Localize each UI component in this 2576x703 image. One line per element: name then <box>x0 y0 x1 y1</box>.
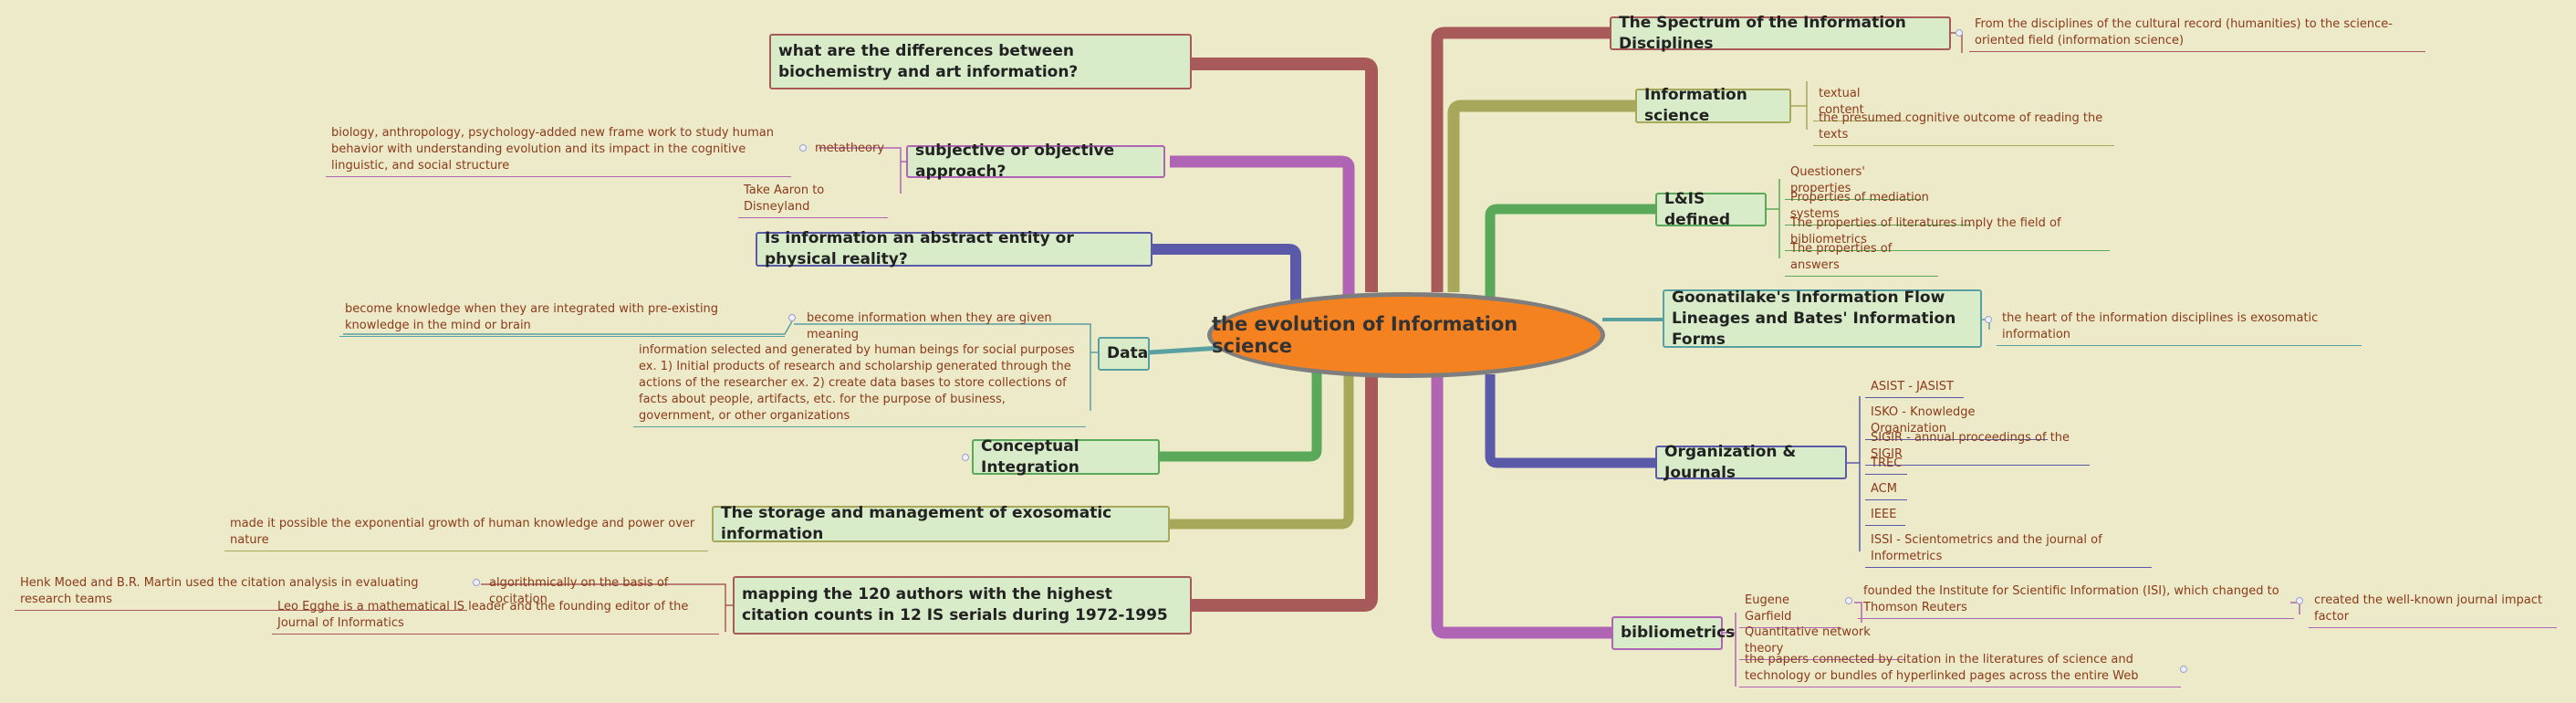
biblio-garfield[interactable]: Eugene Garfield <box>1739 593 1841 628</box>
data-knowledge[interactable]: become knowledge when they are integrate… <box>339 301 785 337</box>
biblio-network[interactable]: Quantitative network theory <box>1739 624 1905 660</box>
branch-storage <box>1170 372 1354 530</box>
org-item[interactable]: ISKO - Knowledge Organization <box>1865 404 2048 440</box>
org-item[interactable]: ASIST - JASIST <box>1865 379 1964 398</box>
org-item[interactable]: IEEE <box>1865 507 1905 526</box>
biblio-impact[interactable]: created the well-known journal impact fa… <box>2309 593 2557 628</box>
spectrum-note[interactable]: From the disciplines of the cultural rec… <box>1969 16 2425 52</box>
mapping-moed[interactable]: Henk Moed and B.R. Martin used the citat… <box>15 575 467 611</box>
topic-lis[interactable]: L&IS defined <box>1655 190 1767 229</box>
storage-note[interactable]: made it possible the exponential growth … <box>224 516 708 551</box>
topic-data[interactable]: Data <box>1098 337 1150 371</box>
infosci-item[interactable]: textual content <box>1813 86 1906 121</box>
expand-icon[interactable] <box>962 454 969 461</box>
infosci-item[interactable]: the presumed cognitive outcome of readin… <box>1813 110 2114 146</box>
branch-data <box>1149 345 1222 355</box>
data-given-meaning[interactable]: become information when they are given m… <box>807 311 1052 341</box>
topic-biblio[interactable]: bibliometrics <box>1611 616 1735 650</box>
org-item[interactable]: SIGIR - annual proceedings of the SIGIR <box>1865 430 2090 466</box>
branch-org <box>1485 374 1655 468</box>
biblio-papers[interactable]: the papers connected by citation in the … <box>1739 652 2181 687</box>
collapse-icon[interactable] <box>799 144 807 152</box>
mapping-egghe[interactable]: Leo Egghe is a mathematical IS leader an… <box>272 599 719 635</box>
metatheory-label[interactable]: metatheory <box>815 142 885 155</box>
org-item[interactable]: TREC <box>1865 456 1907 475</box>
central-topic[interactable]: the evolution of Information science <box>1207 292 1605 378</box>
branch-approach <box>1170 155 1355 299</box>
topic-goonatilake[interactable]: Goonatilake's Information Flow Lineages … <box>1663 289 1982 349</box>
topic-conceptual[interactable]: Conceptual Integration <box>972 437 1160 477</box>
topic-differences[interactable]: what are the differences between biochem… <box>769 34 1192 89</box>
expand-icon[interactable] <box>2180 666 2187 673</box>
lis-item[interactable]: The properties of answers <box>1785 241 1938 277</box>
branch-abstract <box>1152 244 1301 310</box>
collapse-icon[interactable] <box>788 314 796 321</box>
collapse-icon[interactable] <box>1845 597 1852 604</box>
collapse-icon[interactable] <box>1985 316 1992 323</box>
mapping-algorithmic[interactable]: algorithmically on the basis of cocitati… <box>489 576 669 606</box>
org-item[interactable]: ISSI - Scientometrics and the journal of… <box>1865 532 2152 568</box>
collapse-icon[interactable] <box>473 579 480 586</box>
data-selected[interactable]: information selected and generated by hu… <box>633 342 1086 427</box>
disneyland-note[interactable]: Take Aaron to Disneyland <box>738 183 888 218</box>
topic-infosci[interactable]: Information science <box>1635 86 1791 125</box>
topic-abstract[interactable]: Is information an abstract entity or phy… <box>756 229 1152 268</box>
branch-mapping <box>1192 374 1378 612</box>
biblio-founded[interactable]: founded the Institute for Scientific Inf… <box>1858 583 2294 619</box>
lis-item[interactable]: The properties of literatures imply the … <box>1785 215 2110 251</box>
topic-approach[interactable]: subjective or objective approach? <box>906 142 1165 181</box>
branch-lis <box>1485 204 1655 301</box>
topic-spectrum[interactable]: The Spectrum of the Information Discipli… <box>1610 14 1951 53</box>
goonatilake-note[interactable]: the heart of the information disciplines… <box>1997 310 2362 346</box>
lis-item[interactable]: Questioners' properties <box>1785 164 1922 200</box>
collapse-icon[interactable] <box>2296 597 2303 604</box>
branch-biblio <box>1431 374 1611 639</box>
topic-mapping[interactable]: mapping the 120 authors with the highest… <box>733 576 1192 635</box>
collapse-icon[interactable] <box>1955 29 1963 37</box>
topic-org[interactable]: Organization & Journals <box>1655 443 1847 482</box>
topic-storage[interactable]: The storage and management of exosomatic… <box>712 504 1170 543</box>
branch-infosci <box>1447 100 1635 292</box>
branch-spectrum <box>1431 26 1610 292</box>
metatheory-note[interactable]: biology, anthropology, psychology-added … <box>326 125 791 177</box>
lis-item[interactable]: Properties of mediation systems <box>1785 190 1971 226</box>
org-item[interactable]: ACM <box>1865 481 1907 500</box>
branch-conceptual <box>1157 372 1322 462</box>
branch-differences <box>1192 58 1378 292</box>
